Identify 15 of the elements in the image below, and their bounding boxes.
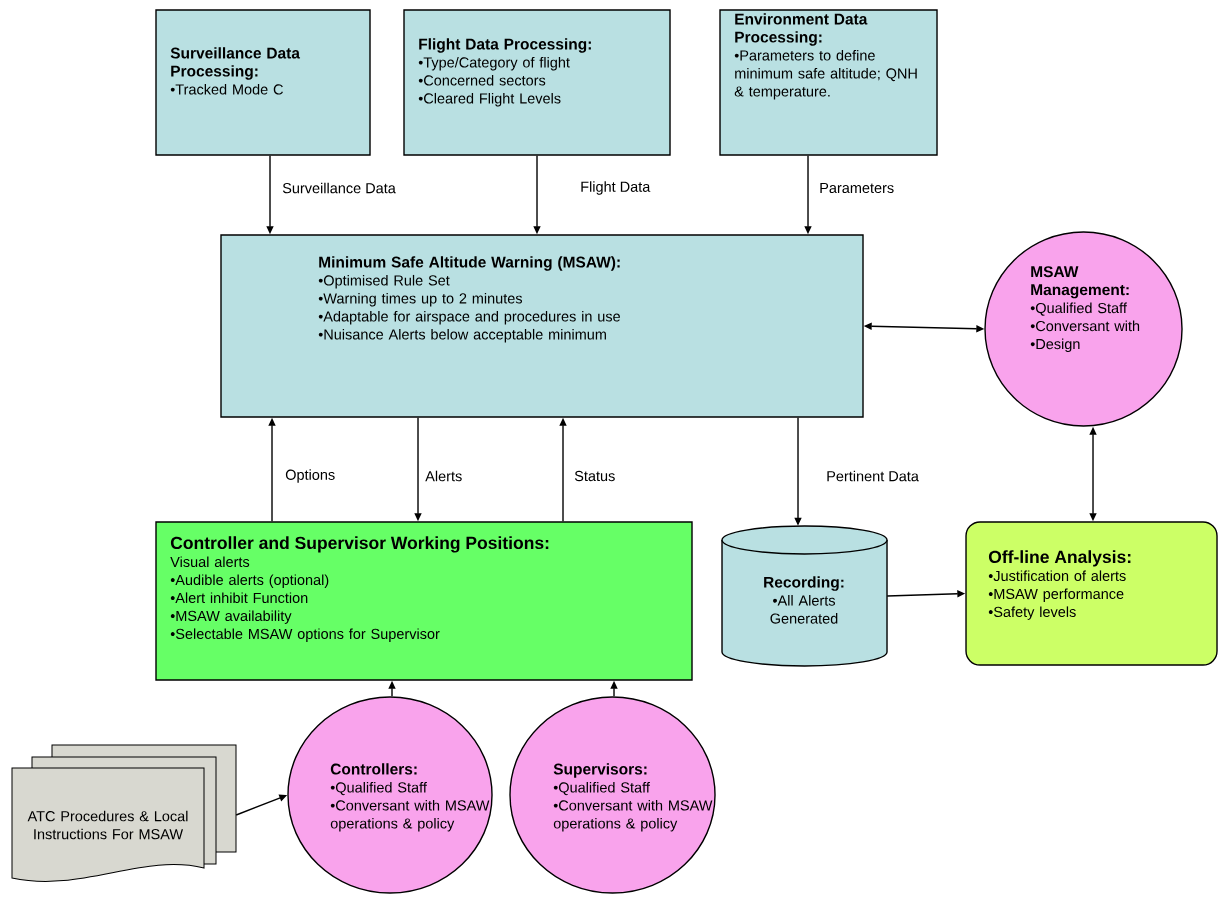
edge-label: Pertinent Data xyxy=(825,469,920,483)
edge-label: Alerts xyxy=(424,469,464,483)
document-stack: ATC Procedures & Local Instructions For MSAW xyxy=(11,744,237,882)
process-box: Surveillance Data Processing: •Tracked Mode C xyxy=(155,9,371,156)
process-box: Environment Data Processing: •Parameters to define minimum safe altitude; QNH & temperature. xyxy=(719,9,938,156)
process-box: Flight Data Processing: •Type/Category of flight •Concerned sectors •Cleared Flight Levels xyxy=(403,9,671,156)
edge-label: Options xyxy=(284,468,337,484)
process-box: Off-line Analysis: •Justification of alerts •MSAW performance •Safety levels xyxy=(965,521,1218,666)
edge-label: Surveillance Data xyxy=(281,181,397,195)
process-box: Minimum Safe Altitude Warning (MSAW): •Optimised Rule Set •Warning times up to 2 minutes •Adaptable for airspace and procedures in use •Nuisance Alerts below acceptable minimum xyxy=(220,234,864,418)
process-box: Controller and Supervisor Working Positions: Visual alerts •Audible alerts (optional) •Alert inhibit Function •MSAW availability •Selectable MSAW options for Supervisor xyxy=(155,521,693,681)
edge-label: Parameters xyxy=(818,181,896,195)
edge-label: Flight Data xyxy=(579,180,652,196)
database-cylinder: Recording: •All Alerts Generated xyxy=(721,525,888,667)
edge-label: Status xyxy=(573,469,617,483)
